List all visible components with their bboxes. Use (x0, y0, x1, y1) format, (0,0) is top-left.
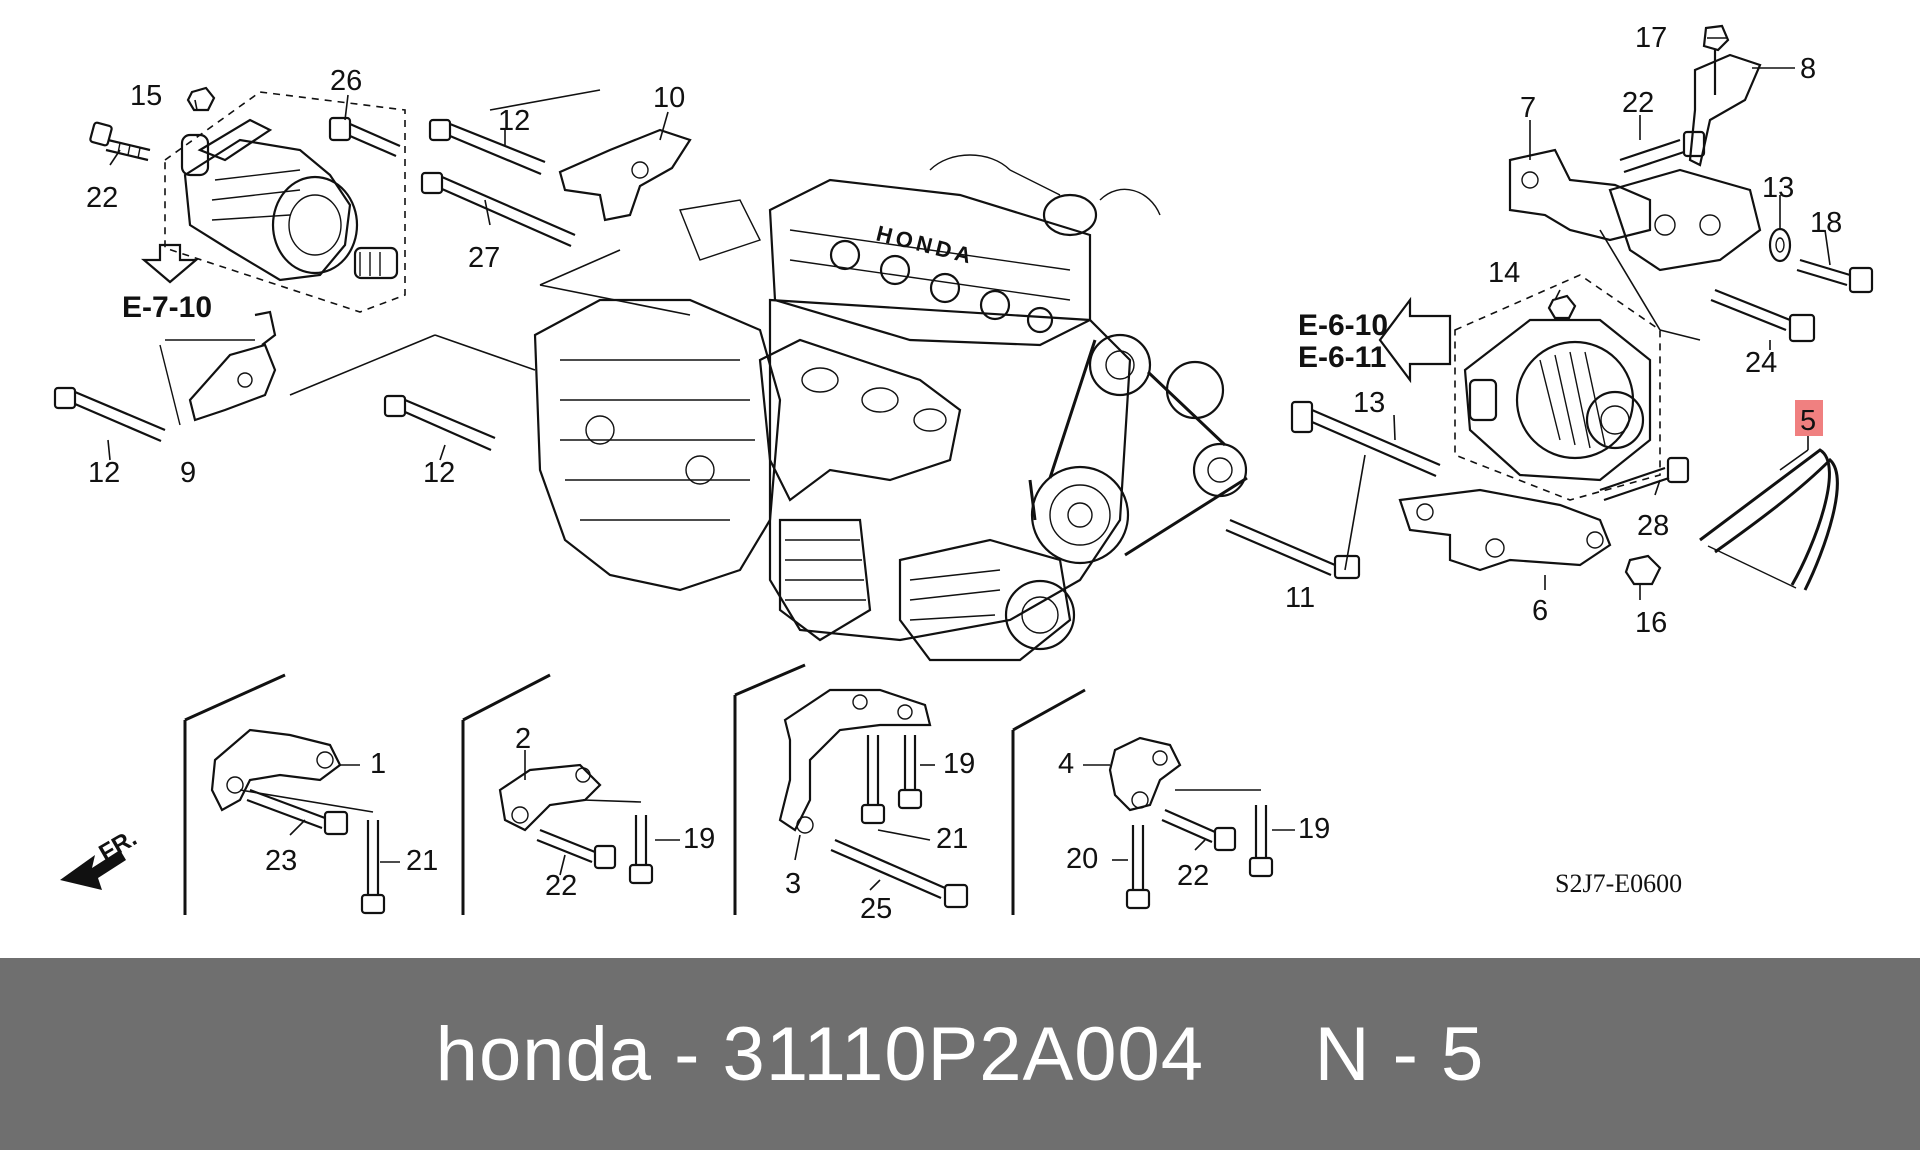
bolt-25 (830, 838, 969, 909)
bracket-3 (778, 688, 932, 834)
bolt-12-mid (383, 394, 496, 452)
callout-13: 13 (1353, 387, 1385, 419)
bolt-19-panel3 (897, 735, 923, 810)
callout-22: 22 (1622, 87, 1654, 119)
bolt-27 (420, 171, 576, 248)
bracket-1 (210, 728, 342, 812)
part-number-footer: honda - 31110P2A004 N - 5 (0, 958, 1920, 1150)
bolt-22-panel4 (1161, 808, 1237, 852)
exploded-parts-diagram: HONDA (53, 22, 1874, 925)
callout-27: 27 (468, 242, 500, 274)
bracket-4 (1108, 736, 1182, 812)
callout-20: 20 (1066, 843, 1098, 875)
callout-19: 19 (683, 823, 715, 855)
bolt-28 (1599, 456, 1690, 502)
front-direction-arrow (60, 850, 126, 890)
bolt-23 (246, 788, 349, 836)
ref-e-7-10: E-7-10 (122, 291, 212, 324)
callout-28: 28 (1637, 510, 1669, 542)
nut-15 (1547, 294, 1577, 320)
bolt-22-panel2 (536, 828, 617, 870)
bolt-21-panel3 (860, 735, 886, 825)
ref-e-6-11: E-6-11 (1298, 341, 1386, 374)
bolt-19-upper-right (1796, 258, 1874, 294)
diagram-code: S2J7-E0600 (1555, 869, 1682, 898)
bracket-6 (1398, 488, 1612, 572)
callout-16: 16 (1635, 607, 1667, 639)
callout-14: 13 (1762, 172, 1794, 204)
callout-4: 4 (1058, 748, 1074, 780)
callout-21: 21 (406, 845, 438, 877)
callout-9: 9 (180, 457, 196, 489)
callout-22: 22 (545, 870, 577, 902)
bolt-22-upper-right (1619, 130, 1706, 174)
bolt-19-panel4 (1175, 789, 1274, 878)
bolt-12-left (53, 386, 166, 443)
bracket-9-drawing (159, 310, 277, 426)
leader-lines-center (289, 89, 691, 396)
bolt-24 (1710, 288, 1816, 343)
bolt-12-top (428, 118, 546, 176)
part-number-caption: honda - 31110P2A004 N - 5 (435, 1011, 1485, 1097)
callout-2: 2 (515, 723, 531, 755)
callout-19: 19 (1298, 813, 1330, 845)
front-marker-label: FR. (95, 824, 142, 867)
callout-3: 3 (785, 868, 801, 900)
callout-5: 5 (1800, 405, 1816, 437)
bolt-26 (328, 116, 401, 158)
callout-1: 1 (370, 748, 386, 780)
mount-bracket-8 (1608, 53, 1762, 272)
bolt-21-panel1 (239, 789, 386, 915)
callout-19: 19 (943, 748, 975, 780)
callout-12: 12 (88, 457, 120, 489)
bracket-2 (498, 763, 602, 832)
callout-12: 12 (498, 105, 530, 137)
ref-e-6-10: E-6-10 (1298, 309, 1388, 342)
drive-belt-5 (1699, 448, 1839, 591)
alternator-drawing (1454, 274, 1661, 501)
bracket-7 (1508, 148, 1652, 242)
bolt-13 (1290, 400, 1441, 478)
callout-15: 14 (1488, 257, 1520, 289)
callout-12: 12 (423, 457, 455, 489)
callout-23: 23 (265, 845, 297, 877)
bolt-20 (1125, 825, 1151, 910)
e-7-10-arrow (140, 243, 200, 284)
engine-block-drawing (533, 154, 1248, 662)
engine-brand-text: HONDA (874, 221, 978, 270)
bolt-11 (1225, 518, 1361, 580)
callout-22: 22 (86, 182, 118, 214)
callout-7: 7 (1520, 92, 1536, 124)
panel-dividers (183, 663, 1086, 915)
washer-14 (1768, 227, 1792, 263)
starter-motor-drawing (164, 91, 406, 313)
bolt-19-panel2 (582, 799, 654, 885)
callout-18: 17 (1635, 22, 1667, 54)
callout-10: 10 (653, 82, 685, 114)
callout-21: 21 (936, 823, 968, 855)
leader-lines-right (1599, 229, 1701, 341)
callout-24: 24 (1745, 347, 1777, 379)
nut-17 (186, 86, 216, 112)
e-6-arrow (1378, 296, 1452, 384)
callout-17: 15 (130, 80, 162, 112)
bolt-22-starter (89, 121, 151, 162)
bolt-18 (1702, 24, 1730, 95)
callout-11: 11 (1285, 582, 1315, 614)
callout-25: 25 (860, 893, 892, 925)
callout-26: 26 (330, 65, 362, 97)
nut-16 (1624, 554, 1662, 586)
callout-8: 8 (1800, 53, 1816, 85)
callout-5-highlight (1795, 400, 1823, 436)
callout-22: 22 (1177, 860, 1209, 892)
bracket-10 (558, 128, 692, 222)
callout-6: 6 (1532, 595, 1548, 627)
parts-diagram-panel: HONDA (53, 22, 1874, 925)
callout-19: 18 (1810, 207, 1842, 239)
